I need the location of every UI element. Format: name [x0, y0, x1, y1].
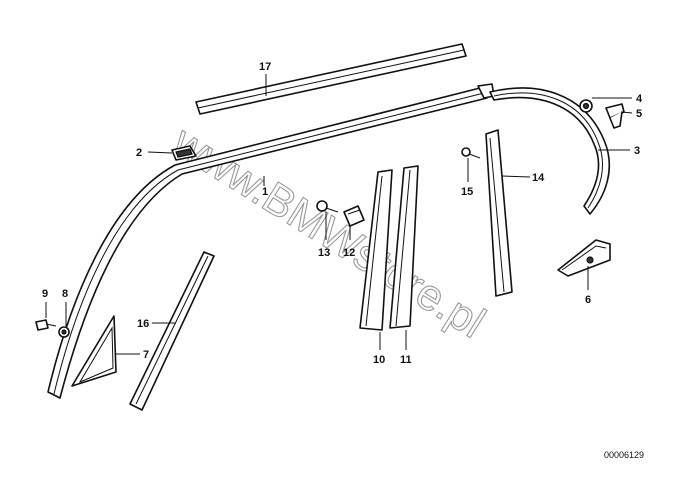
part-16-window-strip [129, 251, 215, 411]
part-3-rear-moulding [489, 87, 611, 215]
callout-4: 4 [636, 93, 643, 105]
callout-13: 13 [318, 247, 330, 259]
part-12-clip [343, 205, 365, 227]
part-6-cover [557, 239, 611, 277]
callout-16: 16 [137, 318, 149, 330]
part-15-screw [461, 147, 481, 159]
callout-10: 10 [373, 354, 385, 366]
part-11-pillar-trim [389, 165, 419, 329]
callout-15: 15 [461, 186, 473, 198]
part-14-pillar-strip [485, 129, 513, 297]
callout-1: 1 [262, 186, 268, 198]
callout-8: 8 [62, 288, 68, 300]
callout-7: 7 [143, 349, 149, 361]
part-5-rivet [605, 103, 625, 129]
callout-5: 5 [636, 108, 642, 120]
callout-9: 9 [42, 288, 48, 300]
callout-12: 12 [343, 247, 355, 259]
part-4-nut [579, 99, 593, 113]
part-17-roof-strip [195, 43, 467, 115]
leader-lines [45, 74, 633, 355]
callout-6: 6 [585, 294, 591, 306]
callout-11: 11 [400, 354, 412, 366]
part-8-washer [58, 326, 70, 338]
callout-2: 2 [136, 147, 142, 159]
part-13-screw [316, 200, 339, 213]
callout-labels: 1 2 3 4 5 6 7 8 9 10 11 12 13 14 15 16 1… [42, 61, 643, 366]
watermark: www.BMWstore.pl [164, 116, 494, 347]
part-7-corner-piece [71, 315, 117, 387]
callout-17: 17 [259, 61, 271, 73]
part-9-screw [35, 319, 57, 331]
part-10-pillar-trim [359, 169, 393, 331]
callout-3: 3 [634, 145, 640, 157]
part-1-roof-moulding [47, 83, 495, 399]
callout-14: 14 [532, 172, 545, 184]
diagram-number: 00006129 [604, 450, 644, 460]
part-2-clip [171, 145, 197, 161]
